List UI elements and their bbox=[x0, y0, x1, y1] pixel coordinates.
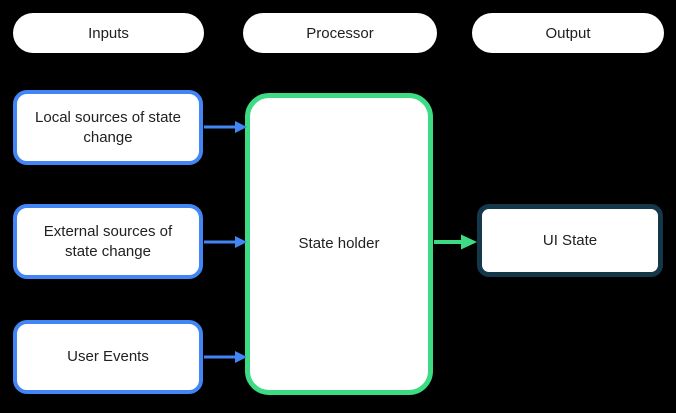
arrow-state-holder-to-ui-state bbox=[434, 234, 477, 250]
input-box-external-sources: External sources of state change bbox=[13, 204, 203, 279]
output-box-ui-state: UI State bbox=[477, 204, 663, 277]
column-header-output: Output bbox=[472, 13, 664, 53]
input-box-user-events: User Events bbox=[13, 320, 203, 394]
input-box-user-events-label: User Events bbox=[67, 348, 149, 365]
input-box-external-sources-label: External sources of state change bbox=[43, 222, 173, 260]
processor-box-state-holder-label: State holder bbox=[298, 235, 380, 252]
column-header-output-label: Output bbox=[545, 24, 591, 42]
processor-box-state-holder: State holder bbox=[245, 93, 433, 395]
output-box-ui-state-label: UI State bbox=[542, 231, 598, 249]
arrow-local-sources-to-state-holder bbox=[204, 121, 247, 133]
column-header-processor: Processor bbox=[243, 13, 437, 53]
column-header-inputs-label: Inputs bbox=[88, 24, 129, 42]
input-box-local-sources: Local sources of state change bbox=[13, 90, 203, 165]
input-box-local-sources-label: Local sources of state change bbox=[35, 108, 181, 146]
column-header-processor-label: Processor bbox=[306, 24, 374, 42]
column-header-inputs: Inputs bbox=[13, 13, 204, 53]
arrow-external-sources-to-state-holder bbox=[204, 236, 247, 248]
arrow-user-events-to-state-holder bbox=[204, 351, 247, 363]
